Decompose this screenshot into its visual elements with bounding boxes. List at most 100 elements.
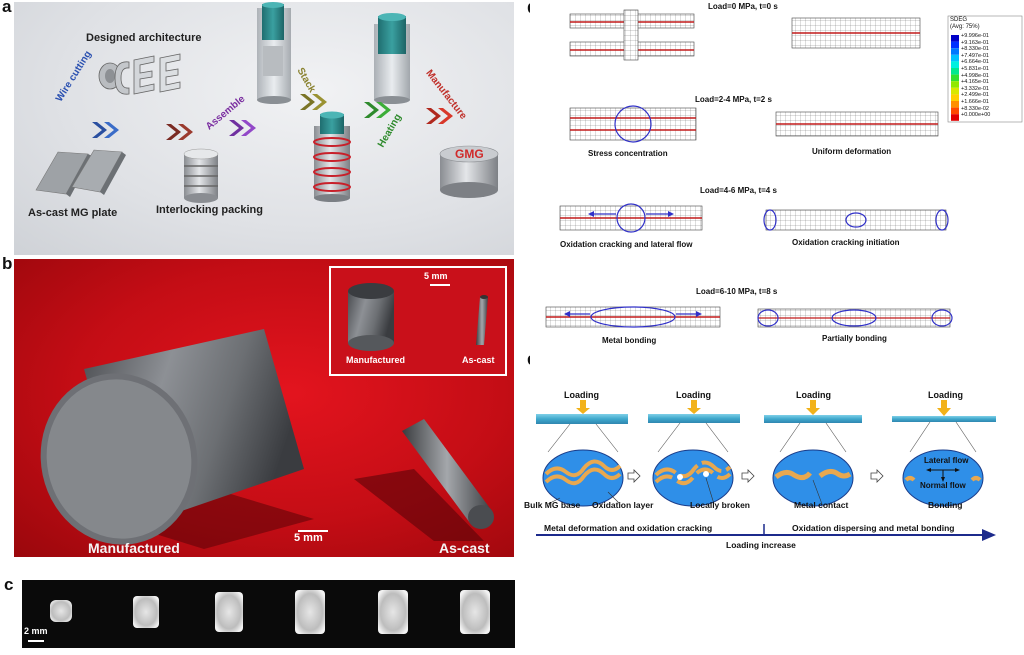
gmg-label: GMG (455, 147, 484, 161)
loading-label-2: Loading (676, 390, 711, 400)
legend-subtitle: (Avg: 75%) (950, 24, 980, 30)
stacked-cylinder (313, 111, 351, 202)
legend-value: +1.666e-01 (961, 98, 989, 105)
locally-broken-label: Locally broken (690, 500, 750, 510)
lateral-flow-label: Lateral flow (924, 456, 969, 465)
xray-scale-label: 2 mm (24, 626, 48, 636)
legend-title: SDEG (950, 17, 968, 23)
stage-left-text: Metal deformation and oxidation cracking (544, 523, 713, 533)
arrow-wire-cutting (92, 122, 119, 138)
interlocking-packing-label: Interlocking packing (156, 204, 263, 216)
legend-value: +8.330e-01 (961, 46, 989, 53)
fe-simulation (545, 9, 1023, 328)
label-pointers (547, 477, 823, 505)
inset-manufactured-label: Manufactured (346, 355, 406, 365)
legend-swatch (951, 101, 959, 108)
rod-4 (892, 416, 996, 422)
zoom-circle-4 (902, 449, 984, 507)
glass-tube-assembly (257, 2, 291, 104)
arrow-heating (364, 102, 391, 118)
bonding-label: Bonding (928, 500, 963, 510)
xray-sample-2 (133, 596, 159, 628)
legend-value: +3.332e-01 (961, 85, 989, 92)
legend-swatch (951, 48, 959, 55)
as-cast-rod (402, 419, 494, 529)
loading-label-4: Loading (928, 390, 963, 400)
loading-label-1: Loading (564, 390, 599, 400)
stage-right-text: Oxidation dispersing and metal bonding (792, 523, 955, 533)
legend-swatch (951, 94, 959, 101)
step-arrows (627, 469, 884, 483)
xray-sample-5 (378, 590, 408, 634)
legend-value: +4.998e-01 (961, 72, 989, 79)
loading-arrows (576, 400, 951, 416)
xray-sequence (28, 590, 490, 642)
legend-value: +9.163e-01 (961, 39, 989, 46)
stage-2-right-caption: Uniform deformation (812, 147, 892, 156)
stage-3-title: Load=4-6 MPa, t=4 s (700, 186, 777, 195)
xray-sample-4 (295, 590, 325, 634)
xray-sample-1 (50, 600, 72, 622)
bulk-mg-base-label: Bulk MG base (524, 500, 581, 510)
legend-value: +5.831e-01 (961, 65, 989, 72)
arrow-assemble (229, 120, 256, 136)
process-illustration (35, 2, 499, 203)
arrow-manufacture (426, 108, 453, 124)
legend-swatch (951, 107, 959, 115)
inset-as-cast-label: As-cast (462, 355, 495, 365)
sample-photo (40, 266, 507, 549)
arrow-head (982, 529, 996, 541)
manufactured-label: Manufactured (88, 540, 180, 556)
rod-1 (536, 414, 628, 424)
stage-4-models (545, 306, 953, 328)
legend-value: +9.996e-01 (961, 33, 989, 39)
stage-4-right-caption: Partially bonding (822, 334, 887, 343)
legend-values: +9.996e-01+9.163e-01+8.330e-01+7.497e-01… (961, 33, 1021, 119)
zoom-lines (547, 421, 977, 453)
panel-b-photo: 5 mm Manufactured As-cast 5 mm Manufactu… (14, 259, 514, 557)
legend-value: +8.330e-02 (961, 105, 989, 112)
bonding-mechanism (536, 400, 996, 541)
panel-label-c: c (4, 575, 14, 594)
legend-swatch (951, 41, 959, 49)
xray-sample-6 (460, 590, 490, 634)
legend-swatch (951, 74, 959, 82)
stage-1-models (569, 9, 921, 61)
inset-samples (348, 283, 488, 351)
arrow-stack (300, 94, 327, 110)
stage-3-right-caption: Oxidation cracking initiation (792, 238, 900, 247)
xray-sample-3 (215, 592, 243, 632)
sdeg-legend (947, 15, 1023, 123)
stage-2-title: Load=2-4 MPa, t=2 s (695, 95, 772, 104)
legend-swatch (951, 114, 959, 121)
interlocking-cylinder (183, 148, 219, 203)
zoom-circle-3 (772, 449, 854, 507)
arrow-1 (166, 124, 193, 140)
rod-2 (648, 414, 740, 423)
legend-swatch (951, 35, 959, 42)
inset-scale-label: 5 mm (424, 271, 448, 281)
scale-label: 5 mm (294, 532, 323, 544)
stage-3-left-caption: Oxidation cracking and lateral flow (560, 240, 693, 249)
zoom-circle-1 (542, 449, 624, 507)
legend-swatch (951, 54, 959, 62)
zoom-circle-2 (652, 449, 734, 507)
legend-value: +6.664e-01 (961, 59, 989, 66)
legend-swatch (951, 68, 959, 75)
panel-e-mechanism: Loading Loading Loading Loading Bulk MG … (524, 352, 1024, 655)
panel-c-xray: 2 mm (22, 580, 515, 648)
legend-value: +4.165e-01 (961, 79, 989, 86)
panel-a-process-schematic: Designed architecture Wire cutting Assem… (14, 2, 514, 255)
as-cast-plate-label: As-cast MG plate (28, 207, 118, 219)
stage-4-left-caption: Metal bonding (602, 336, 657, 345)
panel-label-b: b (2, 254, 13, 273)
legend-swatch (951, 81, 959, 88)
panel-d-simulation: Load=0 MPa, t=0 s Load=2-4 MPa, t=2 s St… (530, 0, 1024, 350)
normal-flow-label: Normal flow (920, 481, 966, 490)
legend-swatch (951, 87, 959, 95)
legend-value: +7.497e-01 (961, 52, 989, 59)
as-cast-label: As-cast (439, 540, 490, 556)
oxidation-layer-label: Oxidation layer (592, 500, 654, 510)
stage-2-left-caption: Stress concentration (588, 149, 668, 158)
legend-value: +0.000e+00 (961, 112, 991, 119)
